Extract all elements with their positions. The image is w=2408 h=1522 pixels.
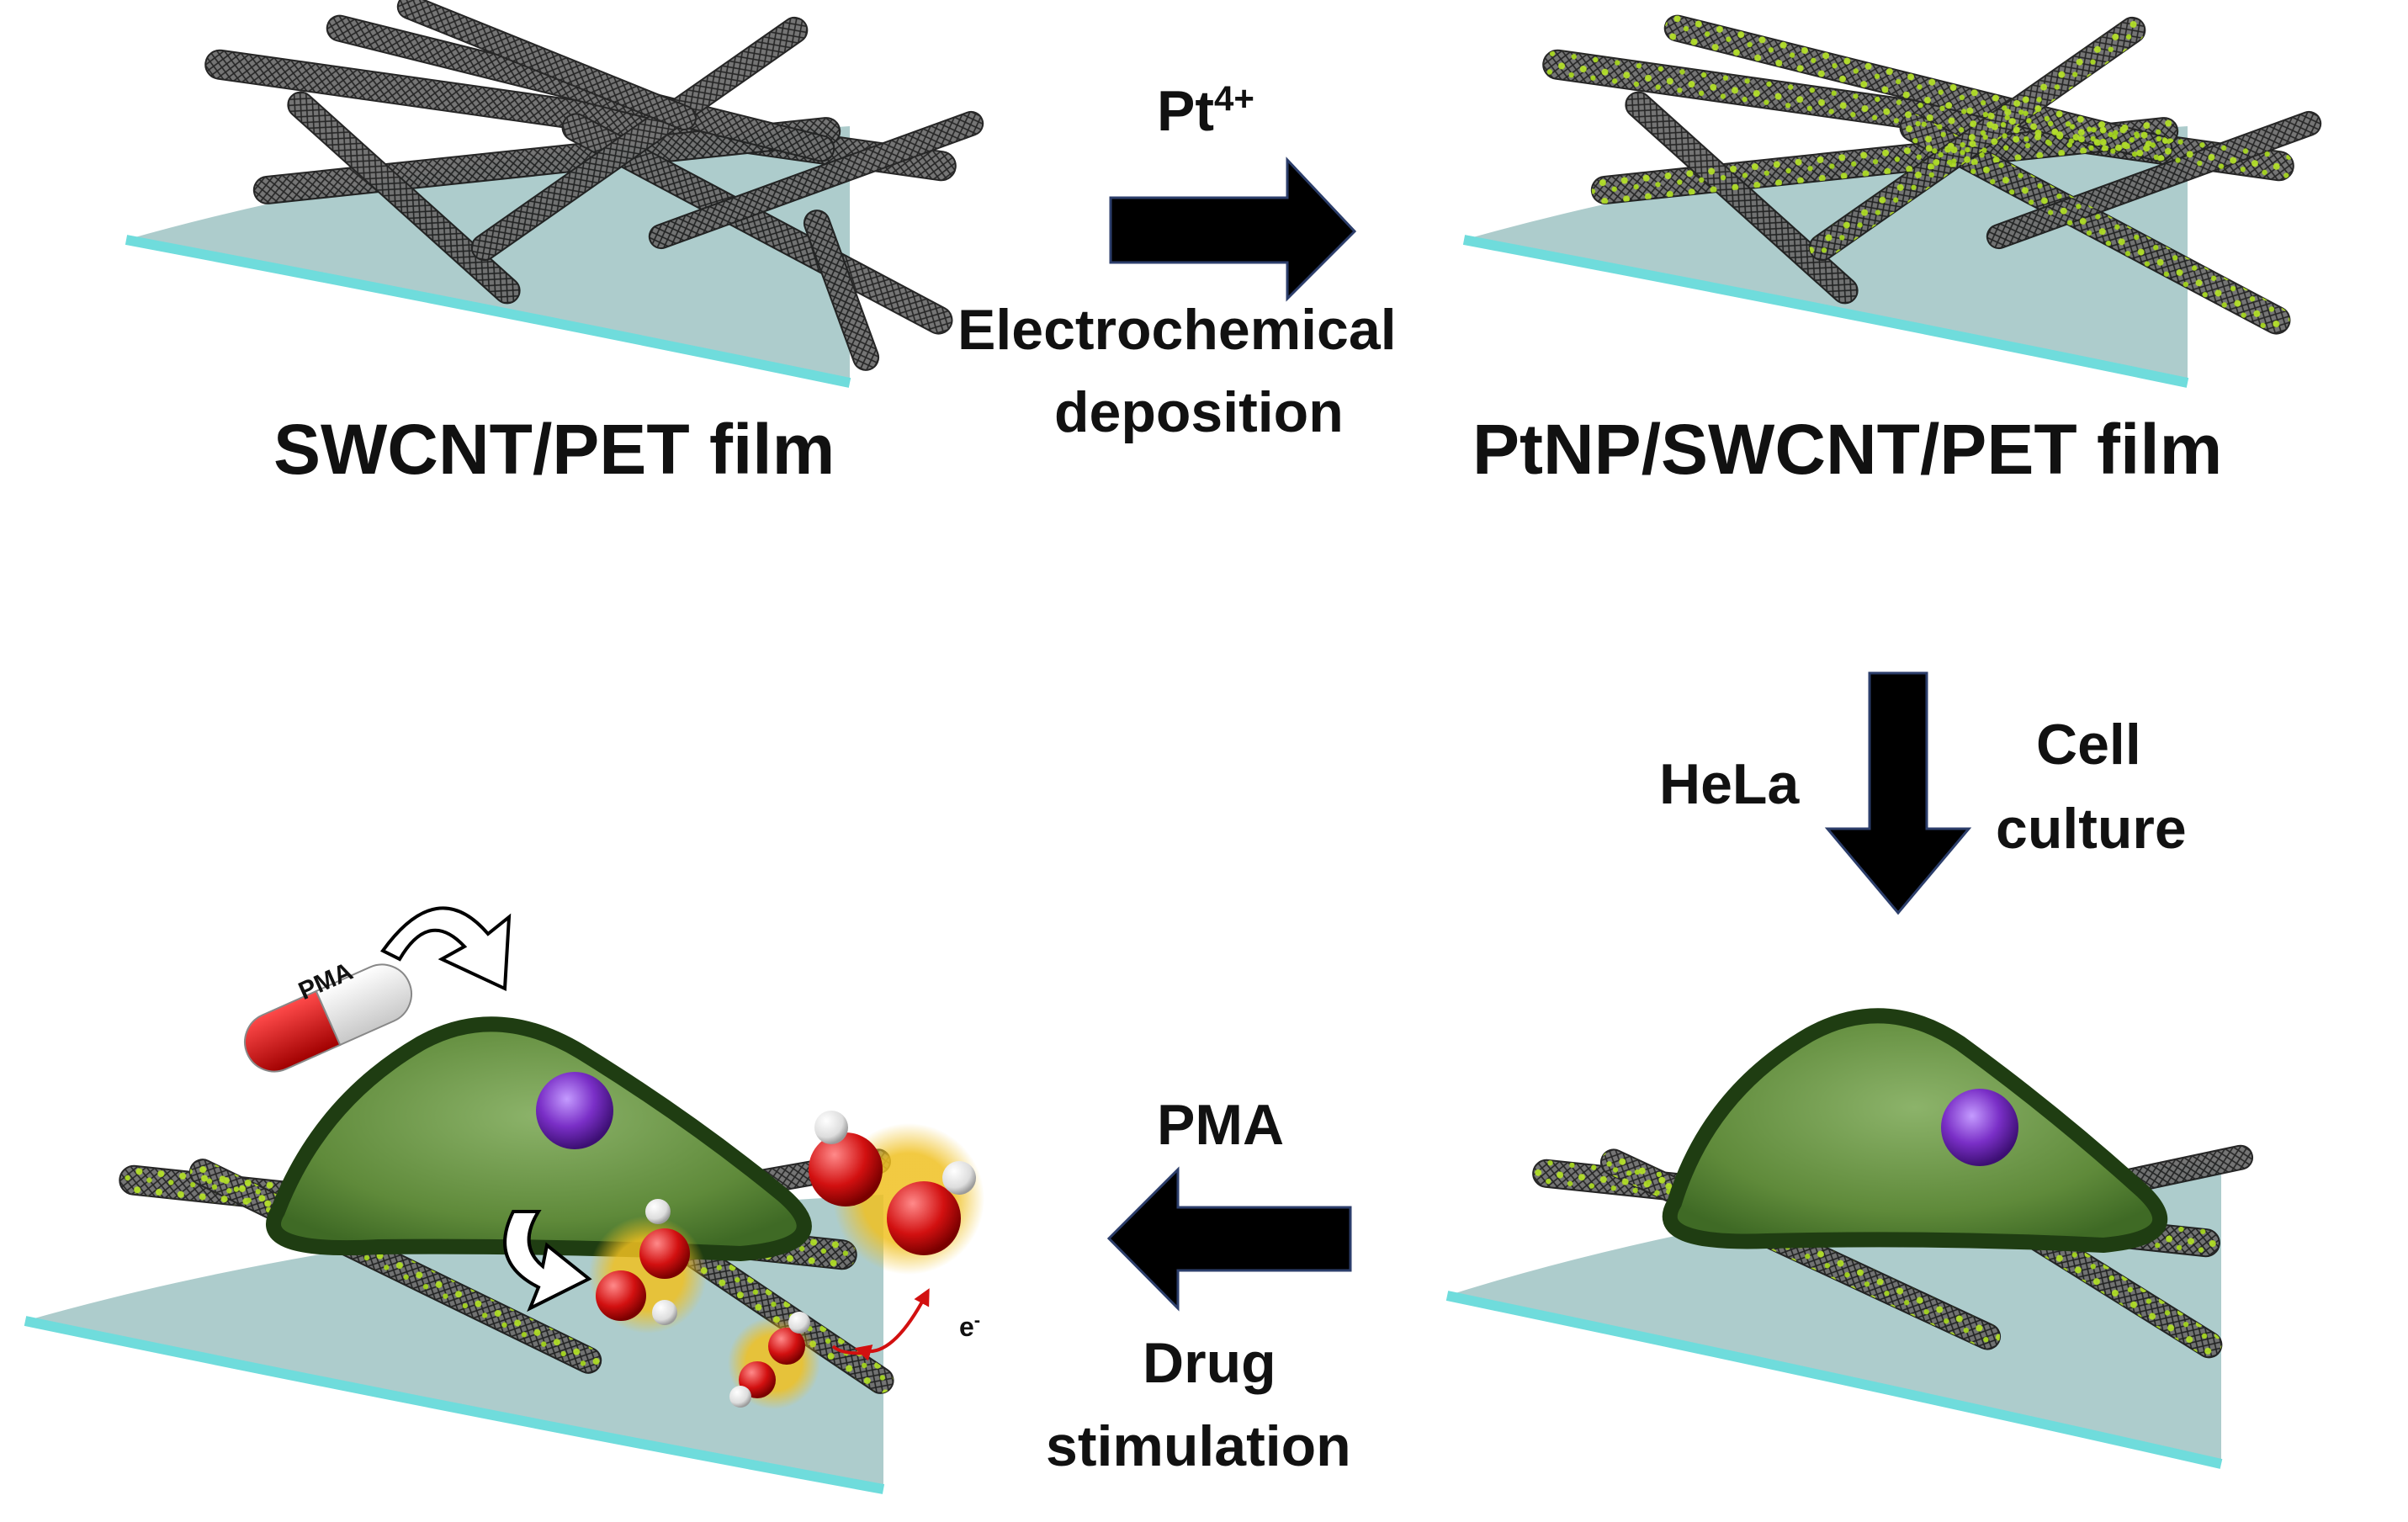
left-arrow-icon — [1106, 1166, 1352, 1312]
electrochemical-label: Electrochemical — [957, 298, 1397, 362]
electron-transfer-arrow — [854, 1288, 930, 1361]
hela-cell-body — [266, 1016, 812, 1262]
deposition-label: deposition — [1054, 380, 1344, 444]
swcnt-pet-film-illustration — [125, 0, 984, 388]
hela-cell-body — [1662, 1008, 2168, 1254]
ptnp-film-label: PtNP/SWCNT/PET film — [1472, 410, 2223, 489]
pt-ion-label: Pt4+ — [1157, 80, 1254, 143]
hela-label: HeLa — [1659, 752, 1800, 816]
h2o2-molecule — [728, 1312, 820, 1409]
stimulation-label: stimulation — [1046, 1414, 1351, 1478]
drug-stimulation-illustration — [24, 906, 984, 1494]
electron-charge: - — [973, 1309, 981, 1331]
pt-nanoparticles — [1543, 15, 2294, 334]
nucleus — [536, 1072, 613, 1149]
ptnp-swcnt-pet-film-illustration — [1462, 14, 2322, 388]
right-arrow-icon — [1109, 156, 1357, 302]
carbon-nanotubes — [204, 0, 984, 371]
cultured-cell-illustration — [1445, 1008, 2254, 1469]
down-arrow-icon — [1824, 671, 1972, 915]
culture-label: culture — [1996, 797, 2187, 861]
h2o2-molecule — [589, 1199, 707, 1334]
nucleus — [1941, 1089, 2018, 1166]
carbon-nanotubes — [1542, 14, 2322, 335]
electron-symbol: e — [959, 1312, 974, 1342]
h2o2-molecule — [809, 1111, 984, 1275]
drug-label: Drug — [1143, 1331, 1276, 1395]
pet-substrate-edge — [24, 1316, 885, 1494]
pet-substrate-edge — [1462, 235, 2189, 388]
pma-capsule-icon — [244, 963, 412, 1073]
electron-label: e- — [959, 1311, 980, 1342]
swcnt-film-label: SWCNT/PET film — [273, 410, 835, 489]
pet-substrate-edge — [1445, 1291, 2223, 1469]
pt-ion-charge: 4+ — [1214, 78, 1254, 119]
cell-label: Cell — [2036, 713, 2141, 777]
pma-label: PMA — [1157, 1093, 1285, 1157]
pt-ion-symbol: Pt — [1157, 79, 1214, 143]
curved-arrow-icon — [503, 1210, 592, 1313]
curved-arrow-icon — [380, 906, 512, 992]
pet-substrate-edge — [125, 235, 851, 388]
